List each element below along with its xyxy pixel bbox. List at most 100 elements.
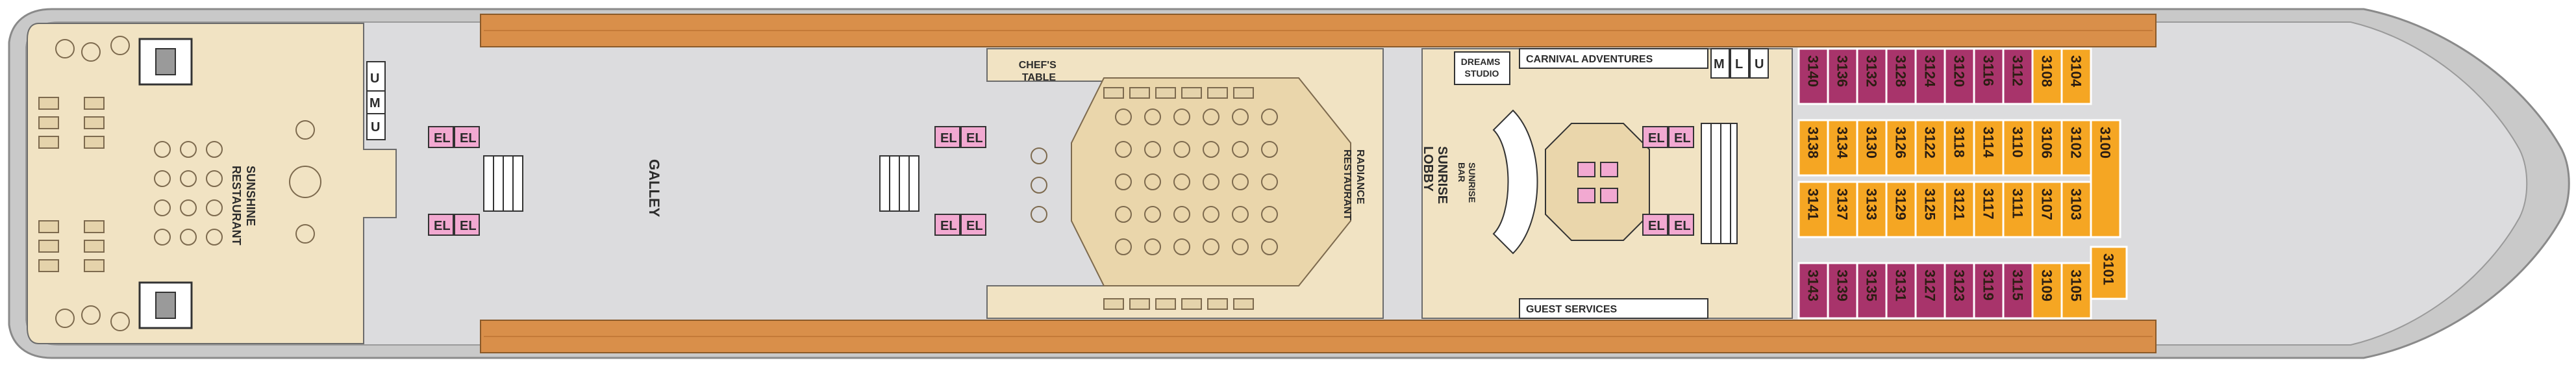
cabin-3133[interactable] [1856, 181, 1888, 238]
sunrise-lobby-label: SUNRISE LOBBY [1421, 146, 1449, 207]
cabin-3124[interactable] [1914, 47, 1946, 105]
cabin-number: 3115 [2010, 270, 2026, 301]
aft-booths [38, 97, 105, 272]
cabin-3106[interactable] [2031, 119, 2063, 177]
cabin-3121[interactable] [1944, 181, 1975, 238]
cabin-number: 3119 [1981, 270, 1997, 301]
galley-label: GALLEY [646, 159, 662, 218]
elevator-group-mid-top[interactable]: EL EL [934, 126, 986, 148]
aft-tables [55, 36, 321, 331]
cabin-number: 3122 [1922, 127, 1938, 158]
cabin-3123[interactable] [1944, 262, 1975, 320]
cabin-3104[interactable] [2060, 47, 2092, 105]
cabin-3120[interactable] [1944, 47, 1975, 105]
elevator-group-fwd-bottom[interactable]: EL EL [1642, 214, 1694, 236]
sunrise-bar-seats [1577, 162, 1618, 203]
cabin-3114[interactable] [1973, 119, 2005, 177]
cabin-number: 3140 [1805, 55, 1821, 87]
cabin-number: 3100 [2097, 127, 2114, 158]
cabin-number: 3108 [2039, 55, 2055, 87]
cabin-3141[interactable] [1797, 181, 1829, 238]
svg-text:EL: EL [434, 131, 451, 146]
cabin-number: 3112 [2010, 55, 2026, 86]
cabin-number: 3104 [2068, 55, 2084, 88]
cabin-3135[interactable] [1856, 262, 1888, 320]
svg-text:EL: EL [1674, 219, 1691, 233]
cabin-number: 3120 [1951, 55, 1968, 87]
service-m-label-fwd: M [1714, 57, 1725, 71]
svg-text:EL: EL [940, 219, 957, 233]
cabin-number: 3118 [1951, 127, 1968, 158]
cabin-number: 3109 [2039, 270, 2055, 301]
sunrise-bar-counter [1492, 109, 1538, 255]
service-u-label-aft-top: U [370, 71, 379, 86]
carnival-adventures-label: CARNIVAL ADVENTURES [1526, 54, 1653, 65]
cabin-3101[interactable] [2090, 246, 2128, 300]
cabin-blocks: 3140 3136 3132 3128 3124 3120 3116 3112 3108 3104… [1797, 47, 2128, 320]
chefs-table-label: CHEF'S TABLE [1019, 60, 1059, 83]
cabin-3127[interactable] [1914, 262, 1946, 320]
sunshine-restaurant-area [27, 23, 397, 344]
svg-text:EL: EL [1648, 219, 1665, 233]
mid-stairs [879, 155, 919, 212]
cabin-number: 3124 [1922, 55, 1938, 88]
cabin-number: 3126 [1893, 127, 1909, 158]
cabin-number: 3101 [2101, 253, 2117, 285]
cabin-number: 3106 [2039, 127, 2055, 158]
sunrise-bar-ring [1545, 123, 1650, 241]
cabin-number: 3116 [1981, 55, 1997, 86]
cabin-number: 3131 [1893, 270, 1909, 301]
cabin-number: 3136 [1834, 55, 1851, 87]
cabin-number: 3134 [1834, 127, 1851, 159]
radiance-restaurant-label: RADIANCE RESTAURANT [1342, 149, 1366, 220]
svg-text:EL: EL [1648, 131, 1665, 146]
cabin-3116[interactable] [1973, 47, 2005, 105]
cabin-number: 3141 [1805, 188, 1821, 220]
service-u-label-aft: U [371, 120, 380, 134]
cabin-3100[interactable] [2090, 119, 2121, 238]
carnival-adventures[interactable] [1519, 48, 1708, 69]
cabin-number: 3121 [1951, 188, 1968, 220]
cabin-number: 3137 [1834, 188, 1851, 220]
cabin-number: 3111 [2010, 188, 2026, 219]
service-l-label-fwd: L [1735, 57, 1743, 71]
elevator-group-mid-bottom[interactable]: EL EL [934, 214, 986, 236]
cabin-number: 3103 [2068, 188, 2084, 220]
cabin-number: 3133 [1864, 188, 1880, 220]
cabin-3132[interactable] [1856, 47, 1888, 105]
cabin-number: 3128 [1893, 55, 1909, 87]
svg-text:EL: EL [940, 131, 957, 146]
cabin-number: 3132 [1864, 55, 1880, 87]
radiance-inner [1071, 77, 1351, 286]
aft-stairs-bottom [138, 281, 193, 329]
cabin-number: 3117 [1981, 188, 1997, 220]
aft-grand-stairs [483, 155, 523, 212]
cabin-number: 3143 [1805, 270, 1821, 301]
cabin-3115[interactable] [2002, 262, 2034, 320]
cabin-3131[interactable] [1885, 262, 1917, 320]
cabin-number: 3110 [2010, 127, 2026, 158]
cabin-number: 3107 [2039, 188, 2055, 220]
svg-text:EL: EL [434, 219, 451, 233]
svg-text:EL: EL [966, 219, 983, 233]
cabin-number: 3123 [1951, 270, 1968, 301]
cabin-number: 3105 [2068, 270, 2084, 301]
radiance-tables [1031, 108, 1278, 255]
guest-services[interactable] [1519, 298, 1708, 319]
svg-text:EL: EL [966, 131, 983, 146]
cabin-3102[interactable] [2060, 119, 2092, 177]
cabin-3125[interactable] [1914, 181, 1946, 238]
service-u-label-fwd: U [1755, 57, 1764, 71]
cabin-3130[interactable] [1856, 119, 1888, 177]
elevator-group-aft-bottom[interactable]: EL EL [428, 214, 480, 236]
dreams-studio[interactable] [1454, 51, 1510, 85]
cabin-3111[interactable] [2002, 181, 2034, 238]
cabin-number: 3130 [1864, 127, 1880, 158]
elevator-group-fwd-top[interactable]: EL EL [1642, 126, 1694, 148]
cabin-3103[interactable] [2060, 181, 2092, 238]
elevator-group-aft-top[interactable]: EL EL [428, 126, 480, 148]
svg-text:EL: EL [460, 219, 477, 233]
cabin-3134[interactable] [1827, 119, 1858, 177]
cabin-number: 3138 [1805, 127, 1821, 158]
